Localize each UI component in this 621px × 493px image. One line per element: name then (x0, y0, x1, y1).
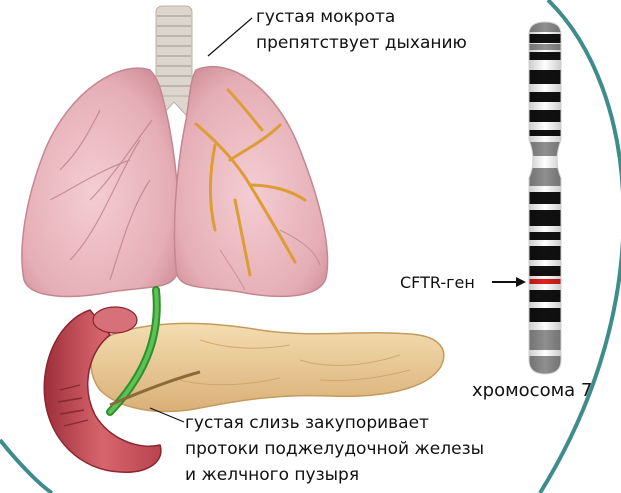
mucus-label-line2: препятствует дыханию (256, 30, 467, 56)
chromosome-7 (525, 18, 565, 378)
left-lung (22, 68, 180, 296)
gene-arrow (492, 277, 526, 287)
cftr-gene-label: CFTR-ген (400, 270, 475, 296)
slime-label: густая слизь закупоривает протоки поджел… (185, 410, 484, 488)
mucus-label: густая мокрота препятствует дыханию (256, 4, 467, 56)
slime-label-line1: густая слизь закупоривает (185, 410, 484, 436)
mucus-label-line1: густая мокрота (256, 4, 467, 30)
right-lung (174, 67, 327, 297)
slime-label-line2: протоки поджелудочной железы (185, 436, 484, 462)
mucus-pointer (208, 18, 252, 56)
chromosome-label: хромосома 7 (472, 378, 592, 404)
slime-label-line3: и желчного пузыря (185, 462, 484, 488)
